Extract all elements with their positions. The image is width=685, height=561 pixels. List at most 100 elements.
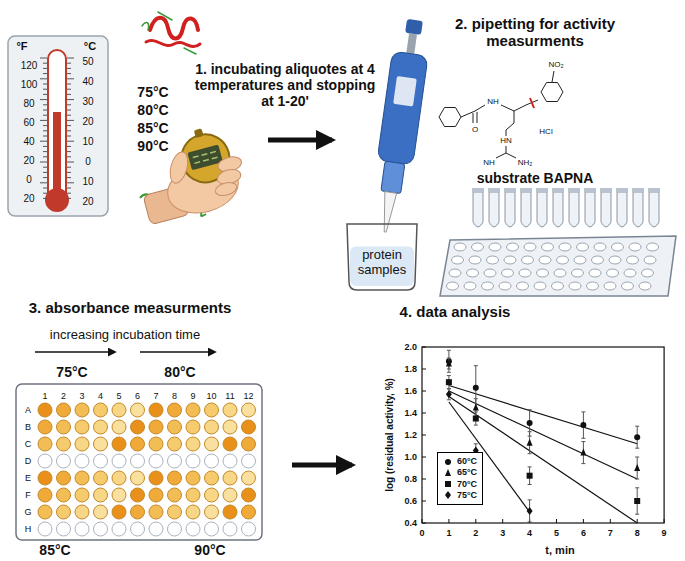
thermometer-part-part <box>43 177 47 178</box>
column-number: 7 <box>153 391 158 401</box>
bapna-structure-part <box>506 130 507 136</box>
tube-row-part <box>536 188 548 192</box>
thermometer-part-part <box>67 130 71 131</box>
well-plate-part-part <box>112 505 126 519</box>
pipette-part <box>393 76 417 107</box>
temperature-label: 85°C <box>137 120 168 136</box>
tube-row-part <box>569 192 579 227</box>
tick-label: 3 <box>500 528 505 538</box>
well-plate-part-part <box>94 522 108 536</box>
small-plate-part-part <box>594 243 606 251</box>
thermometer-part-part <box>43 63 47 64</box>
bapna-structure-part <box>501 105 514 111</box>
small-plate-part-part <box>522 256 534 264</box>
temperature-label: 75°C <box>137 84 168 100</box>
legend-entry: 75°C <box>443 490 477 501</box>
small-plate-part <box>447 243 659 290</box>
well-plate-part-part <box>94 454 108 468</box>
pipette <box>367 17 432 234</box>
chart-part <box>528 409 532 410</box>
column-number: 1 <box>42 391 47 401</box>
scale-number: 20 <box>23 193 34 205</box>
well-plate-part-part <box>223 420 237 434</box>
thermometer-part-part <box>43 188 47 189</box>
well-plate-part-part <box>57 420 71 434</box>
small-plate-part-part <box>487 256 499 264</box>
well-plate-part-part <box>168 437 182 451</box>
substrate-name: substrate BAPNA <box>477 170 594 186</box>
bapna-structure-part <box>506 123 514 130</box>
column-number: 9 <box>190 391 195 401</box>
thermometer-part-part <box>67 125 71 126</box>
thermometer-part-part <box>40 182 47 183</box>
thermometer-part-part <box>40 120 47 121</box>
small-plate-part-part <box>472 243 484 251</box>
well-plate-part-part <box>205 403 219 417</box>
well-plate-part-part <box>131 437 145 451</box>
well-plate-part-part <box>205 522 219 536</box>
chart-part <box>447 369 451 370</box>
small-plate-part-part <box>624 269 636 277</box>
note: increasing incubation time <box>50 328 200 343</box>
row-letter: E <box>25 473 31 483</box>
small-plate-part-part <box>464 282 476 290</box>
well-plate-part-part <box>75 488 89 502</box>
chart-part <box>473 416 479 422</box>
well-plate-part-part <box>112 454 126 468</box>
thermometer-part-part <box>43 68 47 69</box>
bapna-structure-part <box>439 108 461 127</box>
pipette-part <box>405 19 423 35</box>
chart-part <box>581 441 585 442</box>
thermometer-part-part <box>43 146 47 147</box>
thermometer-part-part <box>40 162 47 163</box>
thermometer-part-part <box>67 177 71 178</box>
chart-part <box>449 402 530 512</box>
temperature-label: 90°C <box>137 138 168 154</box>
well-plate-part-part <box>168 403 182 417</box>
small-plate-part-part <box>537 269 549 277</box>
well-plate-part-part <box>57 437 71 451</box>
legend-symbol <box>443 490 453 500</box>
well-plate-part-part <box>57 505 71 519</box>
small-plate-part-part <box>559 243 571 251</box>
tube-row-part <box>585 192 595 227</box>
tick-label: 9 <box>662 528 667 538</box>
thermometer-part-part <box>43 125 47 126</box>
well-plate-part-part <box>149 403 163 417</box>
thermometer-part-part <box>43 89 47 90</box>
chart-part <box>422 413 426 414</box>
thermometer-part-part <box>43 115 47 116</box>
well-plate-part-part <box>112 403 126 417</box>
well-plate-part-part <box>149 454 163 468</box>
bapna-structure-part <box>473 113 474 123</box>
well-plate-part-part <box>131 505 145 519</box>
small-plate-part-part <box>539 256 551 264</box>
bapna-structure-part <box>514 111 515 123</box>
scale-number: 40 <box>23 136 34 148</box>
thermometer-part-part <box>43 193 47 194</box>
thermometer-part-part <box>67 84 71 85</box>
well-plate-part-part <box>223 454 237 468</box>
legend-text: 65°C <box>457 467 477 478</box>
well-plate-part-part <box>131 454 145 468</box>
scale-number: 60 <box>23 117 34 129</box>
thermometer-part-part <box>67 188 71 189</box>
chart-part <box>581 463 585 464</box>
thermometer-part <box>45 188 69 212</box>
bapna-structure-part <box>496 153 506 158</box>
tube-row-part <box>505 192 515 227</box>
chart-part <box>447 350 451 351</box>
well-plate-part-part <box>38 471 52 485</box>
well-plate-part-part <box>131 471 145 485</box>
flow-arrow <box>292 463 352 468</box>
thermometer-part-part <box>67 68 71 69</box>
small-plate-part-part <box>449 269 461 277</box>
thermometer-part-part <box>67 73 71 74</box>
thermometer-part-part <box>43 198 47 199</box>
chart-legend: 60°C65°C70°C75°C <box>437 452 483 505</box>
flow-arrow <box>268 138 332 143</box>
well-plate-part-part <box>75 403 89 417</box>
well-plate-part-part <box>57 471 71 485</box>
scale-unit: °C <box>84 40 96 53</box>
scale-number: 120 <box>21 60 38 72</box>
